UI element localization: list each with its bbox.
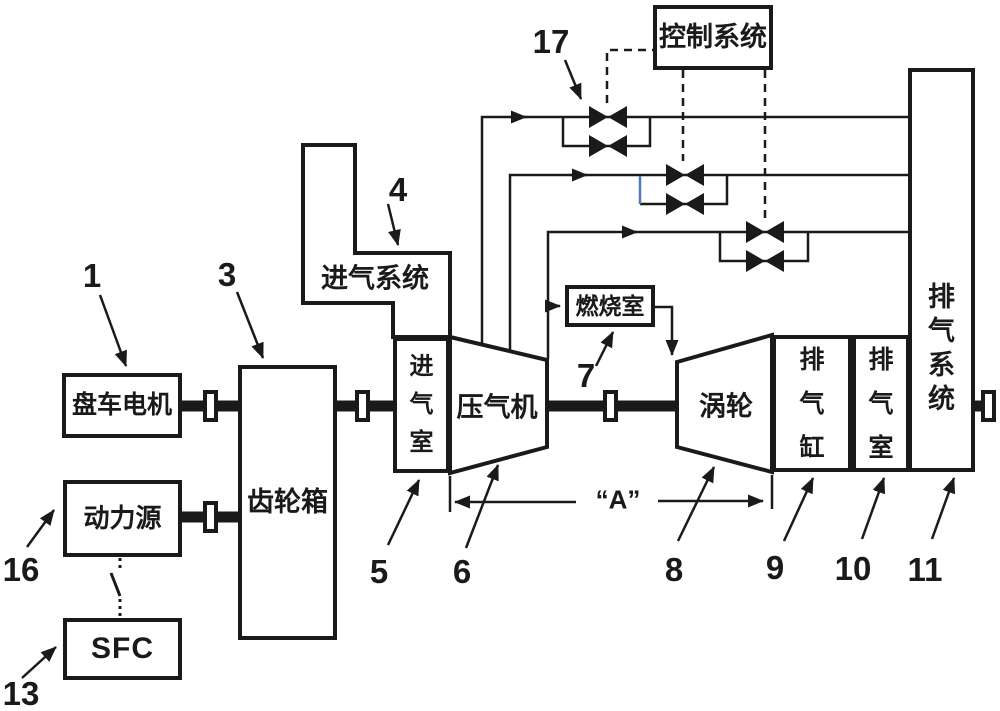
control-system-label: 控制系统 <box>659 21 767 52</box>
turbine-label: 涡轮 <box>699 391 753 422</box>
exhaust-chamber-label: 排气室 <box>868 345 894 462</box>
valve-main-2 <box>666 164 704 186</box>
ref-5: 5 <box>369 553 389 590</box>
power-source-box: 动力源 <box>63 480 182 557</box>
ref-16: 16 <box>2 551 40 588</box>
leader-arrow-13 <box>21 646 57 679</box>
leader-arrow-7 <box>594 331 615 367</box>
leader-arrow-9 <box>782 477 815 542</box>
sfc-box: SFC <box>63 618 182 680</box>
exhaust-cylinder-label: 排气缸 <box>799 345 825 462</box>
ref-17: 17 <box>532 23 570 60</box>
turbine-shape <box>675 332 774 475</box>
dimension-a-label: “A” <box>595 484 641 515</box>
bypass-loop-2 <box>640 175 729 206</box>
leader-arrow-5 <box>386 479 421 546</box>
valve-bypass-2 <box>666 193 704 215</box>
sfc-label: SFC <box>91 632 154 665</box>
control-system-box: 控制系统 <box>653 5 773 70</box>
coupling <box>981 390 996 422</box>
blowoff-line-1 <box>480 115 910 344</box>
coupling <box>355 390 370 422</box>
leader-arrow-4 <box>386 203 401 246</box>
ref-10: 10 <box>834 550 872 587</box>
valve-main-1 <box>589 106 627 128</box>
blowoff-valves <box>589 106 784 272</box>
leader-arrow-3 <box>235 291 265 359</box>
ref-8: 8 <box>664 551 684 588</box>
compressor-label: 压气机 <box>456 392 538 423</box>
intake-system-label: 进气系统 <box>321 263 429 294</box>
blowoff-line-2 <box>508 173 910 351</box>
ref-1: 1 <box>82 257 102 294</box>
exhaust-system-box: 排气系统 <box>908 68 975 472</box>
control-signal-valve-1 <box>605 48 653 103</box>
ref-9: 9 <box>765 549 785 586</box>
gearbox-box: 齿轮箱 <box>238 365 337 640</box>
ref-7: 7 <box>576 357 596 394</box>
coupling <box>203 501 218 533</box>
turning-motor-box: 盘车电机 <box>62 373 182 438</box>
valve-main-3 <box>746 221 784 243</box>
shaft-couplings <box>203 390 996 533</box>
combustor-outlet-line <box>655 305 679 356</box>
ref-13: 13 <box>2 675 40 711</box>
valve-bypass-1 <box>589 135 627 157</box>
sfc-switch-symbol <box>109 558 122 617</box>
power-source-label: 动力源 <box>83 502 162 533</box>
ref-11: 11 <box>907 551 943 588</box>
gearbox-label: 齿轮箱 <box>247 486 328 517</box>
coupling <box>603 390 618 422</box>
bypass-loop-1 <box>561 117 652 148</box>
bypass-loop-3 <box>718 232 810 263</box>
combustion-chamber-box: 燃烧室 <box>565 285 655 327</box>
combustion-chamber-label: 燃烧室 <box>575 292 645 319</box>
intake-chamber-box: 进气室 <box>393 337 450 473</box>
exhaust-chamber-box: 排气室 <box>852 335 910 472</box>
intake-chamber-label: 进气室 <box>409 353 434 456</box>
dimension-line-a <box>448 475 774 512</box>
leader-arrow-10 <box>860 477 886 540</box>
turning-motor-label: 盘车电机 <box>71 391 172 420</box>
coupling <box>203 390 218 422</box>
ref-4: 4 <box>388 171 408 208</box>
intake-duct-shape <box>301 143 452 339</box>
ref-3: 3 <box>217 256 237 293</box>
exhaust-cylinder-box: 排气缸 <box>772 335 852 472</box>
leader-arrow-17 <box>563 59 583 100</box>
exhaust-system-label: 排气系统 <box>928 282 955 414</box>
blowoff-line-3 <box>546 230 910 359</box>
compressor-shape <box>448 334 549 476</box>
leader-arrow-1 <box>98 294 128 367</box>
leader-arrow-8 <box>676 466 716 542</box>
ref-6: 6 <box>452 553 472 590</box>
leader-arrow-6 <box>464 464 500 549</box>
leader-arrow-16 <box>25 509 56 548</box>
valve-bypass-3 <box>746 250 784 272</box>
leader-arrow-11 <box>930 477 956 540</box>
